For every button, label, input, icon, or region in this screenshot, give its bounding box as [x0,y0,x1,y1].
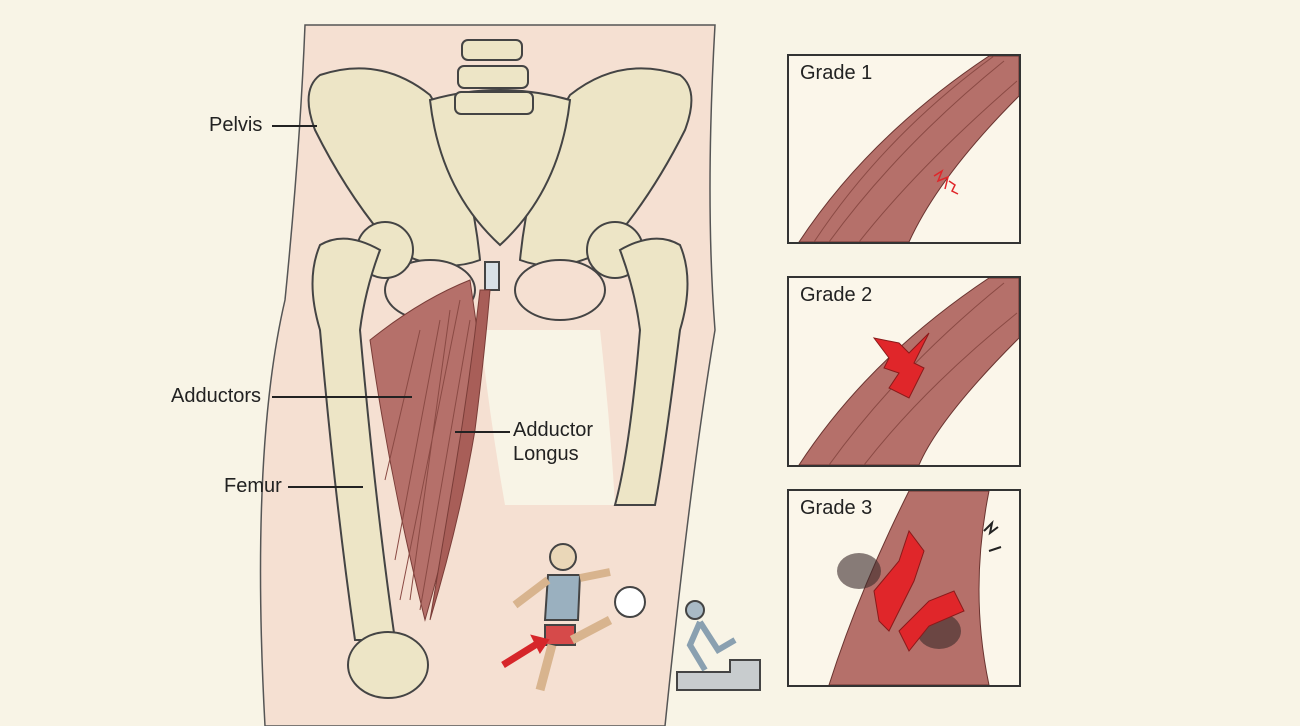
grade-2-title: Grade 2 [797,284,876,307]
grade-3-muscle-illustration [828,491,1002,685]
grade-1-title: Grade 1 [797,62,876,85]
femur-label: Femur [224,475,282,497]
pelvis-label: Pelvis [209,114,263,136]
soccer-player-figure [501,543,646,692]
slipping-figure [676,600,761,691]
pelvis [307,39,693,321]
adductor-longus-leader-line [455,431,510,433]
adductors-label: Adductors [171,385,262,407]
grade-1-panel: Grade 1 [787,54,1021,244]
femur-leader-line [288,486,363,488]
grade-2-panel: Grade 2 [787,276,1021,467]
pelvis-leader-line [272,125,317,127]
femur [311,221,689,699]
grade-3-panel: Grade 3 [787,489,1021,687]
adductor-longus-line1: Adductor [513,419,594,441]
grade-2-muscle-illustration [798,278,1019,465]
adductor-muscles [369,279,491,622]
grade-1-muscle-illustration [798,56,1019,242]
inner-thigh-gap [480,330,615,505]
grade-3-title: Grade 3 [797,497,876,520]
adductor-longus-label: Adductor Longus [513,418,593,466]
adductor-longus-line2: Longus [513,443,579,465]
adductors-leader-line [272,396,412,398]
